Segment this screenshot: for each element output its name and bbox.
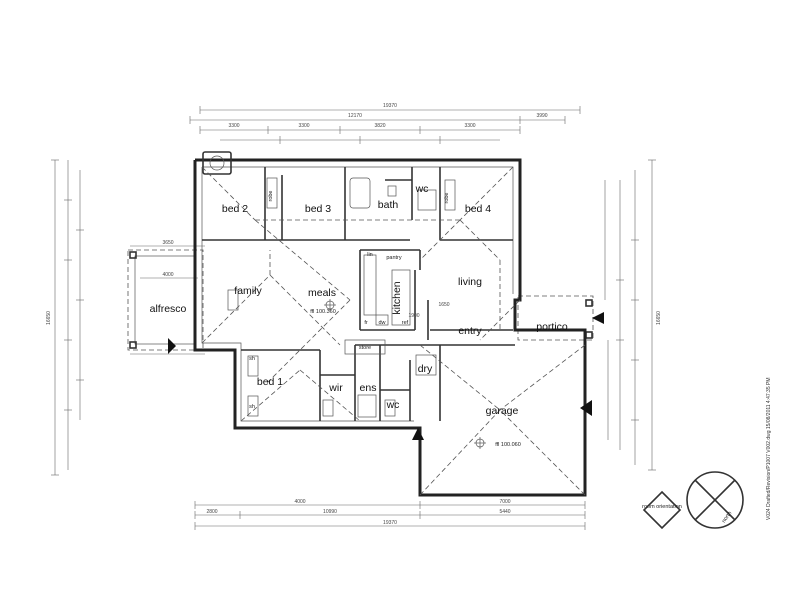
room-bath: bath [378,199,399,211]
north-compass-icon [686,471,744,529]
room-orientation-icon [642,490,682,530]
toilet-bottom [384,399,396,417]
dim-alfresco-d: 4000 [162,272,173,278]
dim-side-right: 16650 [656,311,662,325]
room-family: family [234,285,262,297]
dim-alfresco-w: 3650 [162,240,173,246]
dim-top-row2-b: 3300 [298,123,309,129]
store-box [344,339,386,355]
lin-label: lin [367,252,373,258]
dim-kitchen-w: 1900 [408,313,419,319]
room-labels: bed 2 bed 3 bath wc bed 4 family meals k… [150,183,568,417]
room-portico: portico [536,321,568,333]
dim-bottom-c: 7000 [499,499,510,505]
room-bed4: bed 4 [465,203,491,215]
garage-arrow-icon [580,400,592,416]
dim-overall-top: 19370 [383,103,397,109]
kitchen-island [391,269,411,326]
room-store: store [359,345,371,351]
dim-top-row2-a: 3300 [228,123,239,129]
room-entry: entry [458,325,482,337]
alfresco-area: 3650 4000 [127,240,205,355]
dim-bottom-a: 4000 [294,499,305,505]
dim-entry-w: 1650 [438,302,449,308]
kitchen-bench [363,254,377,316]
room-wc-bottom: wc [386,399,400,411]
dw-label: dw [378,320,385,326]
dimension-lines: 19370 12170 3990 3300 3300 3820 3300 400… [46,103,662,530]
fixtures [227,177,456,418]
roof-hip-lines [201,166,586,496]
dim-side-left: 16650 [46,311,52,325]
dim-top-left: 12170 [348,113,362,119]
room-garage: garage [486,405,519,417]
portico-arrow-icon [592,312,604,324]
sh-label-1: sh [249,356,255,362]
room-alfresco: alfresco [150,303,187,315]
laundry-tub [415,354,437,376]
room-bed3: bed 3 [305,203,331,215]
title-block: V024 Drafted/Revision/P1007 V002.dwg 15/… [766,377,772,520]
ens-arrow-icon [412,428,424,440]
ref-label: ref [402,320,409,326]
robe-label-bed4: robe [444,192,450,203]
room-dry: dry [418,363,433,375]
entry-arrows [168,312,604,440]
room-bed2: bed 2 [222,203,248,215]
alfresco-arrow-icon [168,338,176,354]
bathtub [349,177,371,209]
sh-label-2: sh [249,404,255,410]
dim-bottom-e: 5440 [499,509,510,515]
dim-bottom-d: 2800 [206,509,217,515]
room-kitchen: kitchen [391,281,403,314]
basin-top [417,189,437,211]
fr-label: fr [364,320,368,326]
dim-top-row2-c: 3820 [374,123,385,129]
shower-ens [357,394,377,418]
room-orientation-label: room orientation [642,504,682,510]
room-meals: meals [308,287,336,299]
dim-bottom-b: 10990 [323,509,337,515]
ffl-garage-label: ffl 100.060 [495,442,521,448]
small-labels: ffl 100.360 ffl 100.060 robe robe lin dw… [249,190,521,448]
room-ens: ens [360,382,377,394]
room-wir: wir [328,382,343,394]
robe-label-bed2: robe [268,190,274,201]
room-pantry: pantry [386,255,402,261]
ffl-main-label: ffl 100.360 [310,309,336,315]
dim-overall-bottom: 19370 [383,520,397,526]
room-bed1: bed 1 [257,376,283,388]
portico-area [517,295,594,341]
room-wc-top: wc [415,183,429,195]
orientation-symbols: room orientation north [642,471,744,530]
interior-walls [202,167,515,421]
ffl-markers [324,299,486,449]
room-living: living [458,276,482,288]
dim-top-row2-d: 3300 [464,123,475,129]
toilet-top [387,185,397,197]
dim-top-right: 3990 [536,113,547,119]
